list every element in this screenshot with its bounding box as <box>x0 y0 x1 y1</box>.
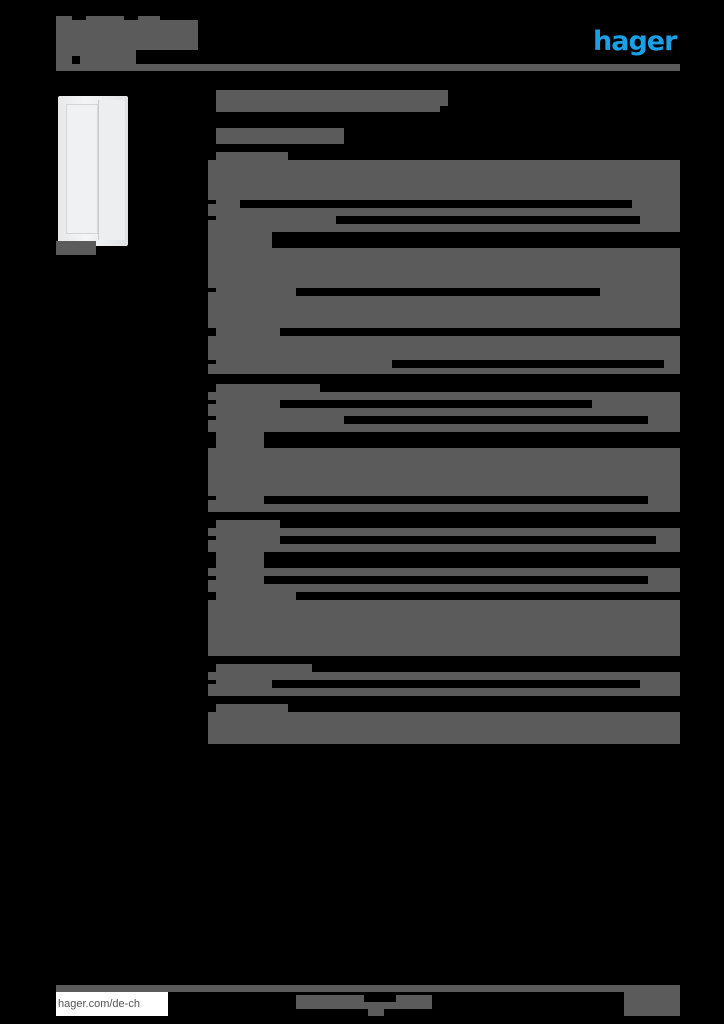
product-image <box>58 96 128 246</box>
product-image-caption <box>56 241 96 255</box>
footer-rule <box>56 985 680 992</box>
main-subtitle <box>216 128 344 144</box>
footer-url[interactable]: hager.com/de-ch <box>56 992 168 1016</box>
header-rule <box>56 64 680 71</box>
footer-page-block <box>624 992 680 1016</box>
hager-logo: hager <box>593 26 677 57</box>
